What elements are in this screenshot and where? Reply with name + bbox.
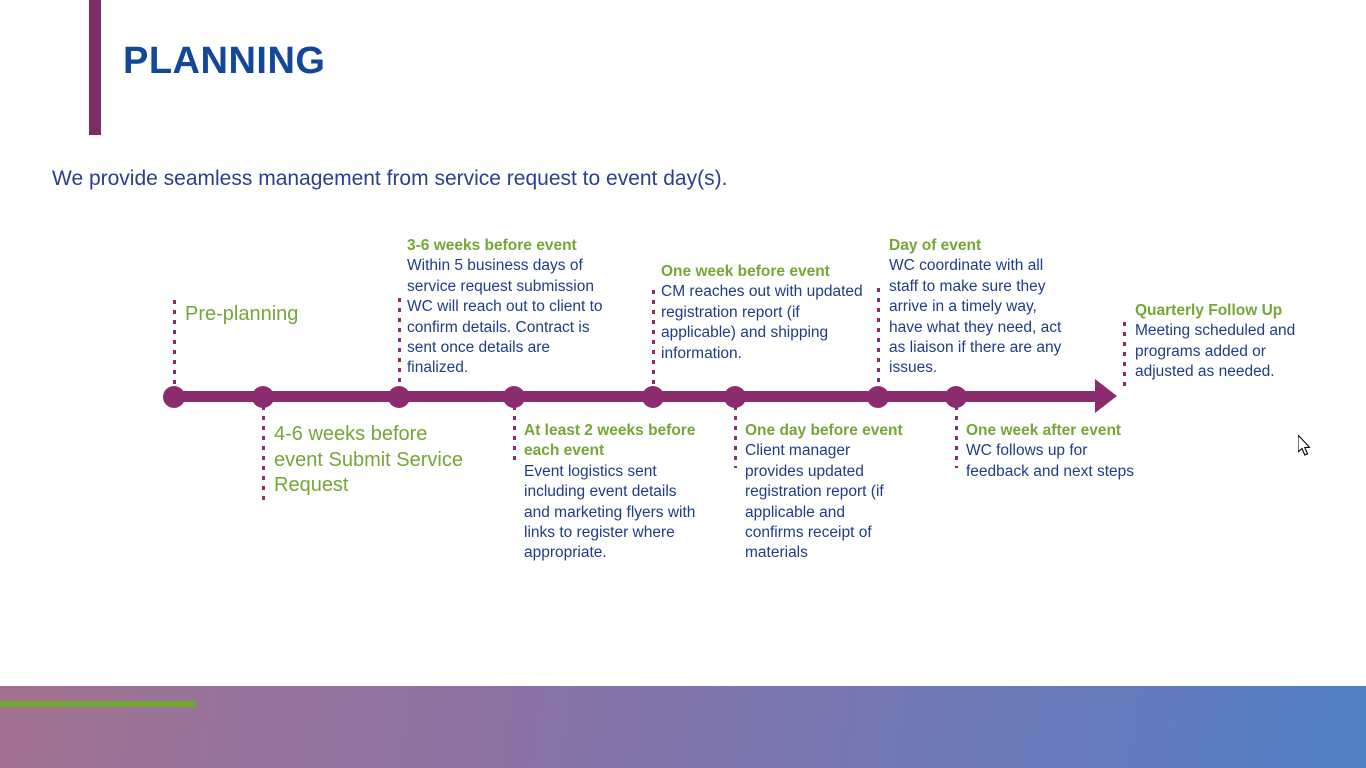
connector-pre-planning [173,300,176,388]
milestone-one-week-after: One week after event WC follows up for f… [966,421,1141,482]
connector-at-least-2-weeks [513,406,516,466]
timeline-dot-3-6-weeks-before[interactable] [388,386,410,408]
timeline-dot-4-6-weeks-before[interactable] [252,386,274,408]
connector-one-week-before [652,290,655,388]
milestone-body-quarterly-follow-up: Meeting scheduled and programs added or … [1135,322,1296,381]
title-accent-bar [89,0,101,135]
timeline-dot-at-least-2-weeks[interactable] [503,386,525,408]
footer-green-rule [0,701,196,707]
connector-4-6-weeks-before [262,406,265,506]
milestone-body-3-6-weeks-before: Within 5 business days of service reques… [407,257,603,377]
timeline-dot-pre-planning[interactable] [163,386,185,408]
timeline-dot-day-of-event[interactable] [867,386,889,408]
timeline-axis-line [168,391,1108,402]
timeline-dot-one-week-after[interactable] [945,386,967,408]
milestone-one-week-before: One week before event CM reaches out wit… [661,262,866,364]
milestone-body-one-week-before: CM reaches out with updated registration… [661,283,863,362]
mouse-cursor-icon [1298,435,1311,456]
milestone-body-one-week-after: WC follows up for feedback and next step… [966,442,1135,480]
connector-quarterly-follow-up [1123,322,1126,388]
milestone-heading-at-least-2-weeks: At least 2 weeks before each event [524,422,696,460]
milestone-4-6-weeks-before: 4-6 weeks before event Submit Service Re… [274,422,469,499]
milestone-heading-quarterly-follow-up: Quarterly Follow Up [1135,302,1283,319]
milestone-heading-one-week-after: One week after event [966,422,1122,439]
footer-gradient-band [0,686,1366,768]
milestone-day-of-event: Day of event WC coordinate with all staf… [889,236,1069,379]
milestone-heading-day-of-event: Day of event [889,237,982,254]
connector-3-6-weeks-before [398,298,401,388]
milestone-body-at-least-2-weeks: Event logistics sent including event det… [524,462,696,562]
milestone-body-day-of-event: WC coordinate with all staff to make sur… [889,257,1062,377]
milestone-heading-pre-planning: Pre-planning [185,303,299,325]
timeline-arrow-icon [1095,379,1117,413]
timeline-dot-one-week-before[interactable] [642,386,664,408]
connector-day-of-event [877,288,880,388]
milestone-3-6-weeks-before: 3-6 weeks before event Within 5 business… [407,236,612,379]
milestone-heading-one-week-before: One week before event [661,263,830,280]
milestone-pre-planning: Pre-planning [185,302,375,328]
page-title: PLANNING [123,40,326,82]
milestone-at-least-2-weeks: At least 2 weeks before each event Event… [524,421,704,564]
milestone-one-day-before: One day before event Client manager prov… [745,421,905,564]
milestone-heading-3-6-weeks-before: 3-6 weeks before event [407,237,577,254]
milestone-heading-one-day-before: One day before event [745,422,903,439]
milestone-quarterly-follow-up: Quarterly Follow Up Meeting scheduled an… [1135,301,1325,383]
connector-one-week-after [955,406,958,468]
timeline-dot-one-day-before[interactable] [724,386,746,408]
connector-one-day-before [734,406,737,468]
milestone-body-one-day-before: Client manager provides updated registra… [745,442,884,562]
milestone-heading-4-6-weeks-before: 4-6 weeks before event Submit Service Re… [274,423,463,496]
slide-subtitle: We provide seamless management from serv… [52,167,728,190]
